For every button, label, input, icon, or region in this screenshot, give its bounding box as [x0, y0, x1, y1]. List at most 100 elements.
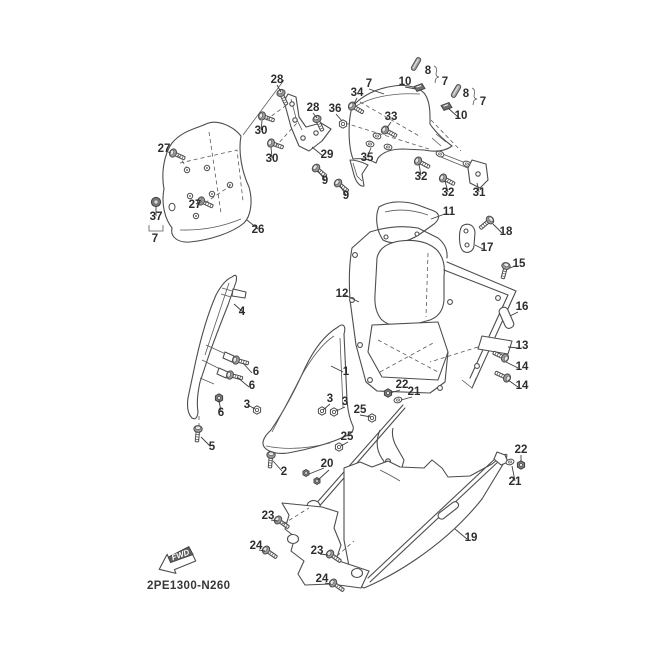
part-callout: 9 — [343, 190, 349, 202]
trim-rod-right-end — [493, 451, 509, 466]
part-callout: 14 — [516, 380, 529, 392]
part-callout: 32 — [415, 171, 428, 183]
screw-5-icon — [192, 424, 203, 443]
part-callout: 30 — [255, 125, 268, 137]
part-callout: 25 — [354, 404, 367, 416]
group-braces — [148, 65, 478, 232]
screw-32-icon — [437, 172, 457, 189]
nut-3-icon — [252, 405, 262, 415]
part-callout: 22 — [396, 379, 409, 391]
part-callout: 24 — [250, 540, 263, 552]
grommet-icon — [183, 166, 191, 174]
stay-part-17 — [458, 223, 476, 253]
part-callout: 21 — [509, 476, 522, 488]
side-panel-part-4 — [186, 274, 247, 428]
boss-icon — [434, 149, 446, 159]
part-callout: 3 — [342, 396, 348, 408]
fwd-arrow-icon: FWD — [158, 546, 197, 574]
part-callout: 28 — [271, 74, 284, 86]
grommet-icon — [203, 164, 211, 172]
part-callout: 37 — [150, 211, 163, 223]
screw-24-icon — [260, 544, 280, 562]
part-callout: 34 — [351, 87, 364, 99]
part-callout: 2 — [281, 466, 287, 478]
cowl-bracket-part-31 — [434, 149, 489, 189]
part-callout: 36 — [329, 103, 342, 115]
part-callout: 9 — [322, 175, 328, 187]
part-callout: 24 — [316, 573, 329, 585]
front-cowl-part-7 — [344, 84, 462, 187]
part-callout: 18 — [500, 226, 513, 238]
screw-30-icon — [256, 110, 277, 125]
leg-shield-assembly-part-12 — [348, 226, 517, 394]
part-callout: 10 — [399, 76, 412, 88]
bolt-6-icon — [231, 354, 251, 368]
side-cowl-part-1 — [262, 324, 354, 454]
part-callout: 7 — [442, 76, 448, 88]
part-callout: 19 — [465, 532, 478, 544]
part-callout: 27 — [189, 199, 202, 211]
under-cover-part-19 — [281, 453, 508, 589]
screw-2-icon — [265, 450, 276, 469]
screw-15-icon — [498, 261, 512, 281]
part-callout: 23 — [262, 510, 275, 522]
part-callout: 21 — [408, 386, 421, 398]
part-callout: 3 — [244, 399, 250, 411]
nut-36-icon — [338, 119, 348, 129]
part-callout: 29 — [321, 149, 334, 161]
damper-8-icon — [450, 83, 462, 99]
grommet-icon — [208, 190, 216, 198]
part-callout: 26 — [252, 224, 265, 236]
part-callout: 35 — [361, 152, 374, 164]
nut-22-icon — [516, 460, 526, 470]
part-callout: 14 — [516, 361, 529, 373]
leader-lines — [155, 84, 522, 585]
screw-18-icon — [476, 214, 496, 233]
damper-8-icon — [410, 56, 422, 72]
part-callout: 1 — [343, 366, 350, 378]
part-callout: 4 — [239, 306, 246, 318]
part-callout: 31 — [473, 187, 486, 199]
diagram-code: 2PE1300-N260 — [147, 580, 230, 592]
nut-3-icon — [317, 406, 327, 416]
part-callout: 8 — [463, 88, 470, 100]
nut-37-icon — [150, 196, 162, 208]
part-callout: 11 — [443, 206, 456, 218]
part-callout: 12 — [336, 288, 349, 300]
part-callout: 3 — [327, 393, 333, 405]
part-callout: 7 — [152, 233, 158, 245]
plate-part-13 — [477, 335, 513, 355]
part-callout: 25 — [341, 431, 354, 443]
part-callout: 6 — [253, 366, 259, 378]
part-callout: 6 — [249, 380, 255, 392]
clip-10-icon — [440, 102, 453, 111]
screw-32-icon — [412, 155, 432, 172]
part-callout: 13 — [516, 340, 529, 352]
meter-cover-part-11 — [376, 201, 440, 251]
clip-20-icon — [302, 469, 310, 477]
nut-3-icon — [329, 407, 339, 417]
part-callout: 7 — [480, 96, 486, 108]
part-callout: 22 — [515, 444, 528, 456]
part-callout: 8 — [425, 65, 432, 77]
part-callout: 6 — [218, 407, 224, 419]
windshield-stay-part-29 — [283, 93, 332, 152]
nut-25-icon — [367, 413, 377, 423]
part-callout: 10 — [455, 110, 468, 122]
part-callout: 5 — [209, 441, 216, 453]
part-callout: 28 — [307, 102, 320, 114]
part-callout: 7 — [366, 78, 372, 90]
part-callout: 27 — [158, 143, 171, 155]
grommet-icon — [192, 212, 200, 220]
part-callout: 32 — [442, 187, 455, 199]
part-callout: 17 — [481, 242, 494, 254]
part-callout: 20 — [321, 458, 334, 470]
windshield-part-26 — [162, 79, 285, 243]
grommet-icon — [186, 192, 194, 200]
part-callout: 33 — [385, 111, 398, 123]
part-callout: 16 — [516, 301, 529, 313]
part-callout: 23 — [311, 545, 324, 557]
part-callout: 30 — [266, 153, 279, 165]
